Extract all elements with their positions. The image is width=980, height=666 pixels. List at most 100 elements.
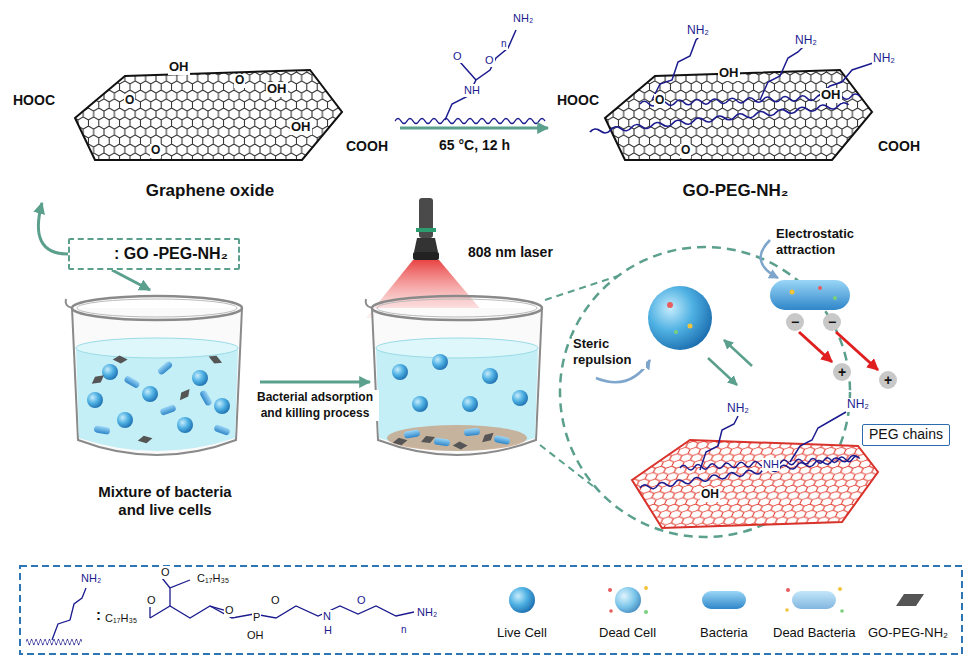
atom-label: O (124, 94, 135, 108)
heated-graphene-sheet (640, 412, 860, 490)
atom-label: COOH (345, 138, 389, 154)
flow-arrow (260, 381, 370, 384)
atom-label: COOH (877, 138, 921, 154)
legend-icon (838, 587, 842, 591)
lipid-peg-structure (52, 588, 86, 640)
atom-label: NH₂ (416, 606, 438, 619)
atom-label: O (680, 144, 691, 158)
legend-icon (509, 587, 535, 613)
go-flake (112, 354, 128, 365)
graphene-sheet (75, 70, 342, 160)
atom-label: O (654, 94, 665, 108)
heated-graphene-sheet (632, 440, 878, 528)
bacterium (404, 429, 421, 439)
bacterium (123, 375, 140, 389)
atom-label: NH₂ (872, 52, 896, 66)
atom-label: OH (820, 88, 842, 103)
legend-icon (702, 591, 746, 609)
key-box: : GO -PEG-NH₂ (68, 238, 240, 270)
live-cell (392, 354, 528, 412)
charge-sign: − (791, 314, 799, 330)
bacterium (770, 280, 850, 310)
atom-label: NH₂ (726, 402, 750, 416)
go-flake (393, 437, 408, 446)
atom-label: O (224, 604, 235, 617)
atom-label: H (323, 624, 333, 637)
structure-panel: Graphene oxide (20, 55, 400, 203)
peg-reagent (445, 30, 516, 120)
atom-label: OH (290, 120, 312, 135)
atom-label: OH (266, 82, 288, 97)
beaker (72, 308, 242, 455)
flow-arrow (400, 127, 548, 130)
flow-arrow (38, 203, 68, 254)
graphene-peg-sheet (590, 102, 849, 134)
heated-graphene-sheet (632, 412, 878, 528)
charge-symbol (823, 313, 841, 331)
bacterium (818, 286, 822, 290)
go-flake (90, 352, 223, 444)
charge-symbol (879, 371, 897, 389)
beaker-panel: 808 nm laser (370, 240, 565, 465)
atom-label: NH (463, 84, 481, 97)
tag-box: PEG chains (862, 424, 950, 446)
beaker (66, 296, 242, 455)
atom-label: : (96, 606, 101, 623)
heated-graphene-sheet (680, 456, 860, 470)
heated-graphene-sheet (640, 455, 859, 491)
peg-reagent (395, 119, 545, 124)
atom-label: O (356, 594, 367, 607)
charge-symbol (786, 313, 804, 331)
node-text: Graphene oxide (146, 180, 274, 201)
edge-label: 65 °C, 12 h (437, 136, 512, 154)
live-cell (87, 364, 230, 433)
live-cell (412, 396, 428, 412)
bacterium (464, 428, 481, 436)
atom-label: O (146, 594, 157, 607)
atom-label: O (160, 566, 171, 579)
atom-label: n (400, 624, 408, 636)
attraction-arrow (799, 332, 832, 362)
bacterium (94, 425, 111, 435)
bacterium (94, 360, 231, 436)
legend-frame (20, 566, 962, 654)
legend-icon (792, 591, 836, 609)
bacterium (434, 437, 451, 446)
live-cell (392, 364, 408, 380)
bacterium (213, 424, 230, 436)
bacterium (790, 290, 795, 295)
heated-graphene-sheet (790, 412, 846, 462)
legend-text: Dead Bacteria (773, 626, 855, 641)
legend-icon (608, 588, 612, 592)
live-cell (214, 398, 230, 414)
atom-label: O (270, 594, 281, 607)
charge-sign: − (828, 314, 836, 330)
node-text: Mixture of bacteria and live cells (90, 483, 240, 521)
beaker (366, 296, 542, 455)
atom-label: O (234, 74, 245, 88)
atom-label: OH (700, 488, 720, 502)
live-cell (192, 370, 208, 386)
lipid-peg-structure (26, 578, 414, 645)
go-flake (393, 432, 496, 451)
beaker (366, 296, 542, 320)
legend-text: Bacteria (700, 626, 748, 641)
peg-reagent (395, 30, 545, 124)
node-text: GO-PEG-NH₂ (683, 180, 789, 201)
legend-icon (840, 609, 844, 613)
lipid-peg-structure (162, 578, 170, 588)
lipid-peg-structure (210, 606, 224, 610)
beaker (66, 296, 242, 320)
legend-icon (644, 586, 648, 590)
legend-icon (509, 586, 924, 614)
atom-label: O (150, 144, 161, 158)
live-cell (177, 417, 193, 433)
atom-label: NH₂ (80, 572, 102, 585)
heated-graphene-sheet (700, 416, 738, 470)
beaker (387, 425, 527, 451)
go-flake (177, 388, 193, 401)
legend-icon (615, 587, 641, 613)
repulsion-arrow (724, 340, 752, 366)
legend-icon (896, 594, 924, 606)
